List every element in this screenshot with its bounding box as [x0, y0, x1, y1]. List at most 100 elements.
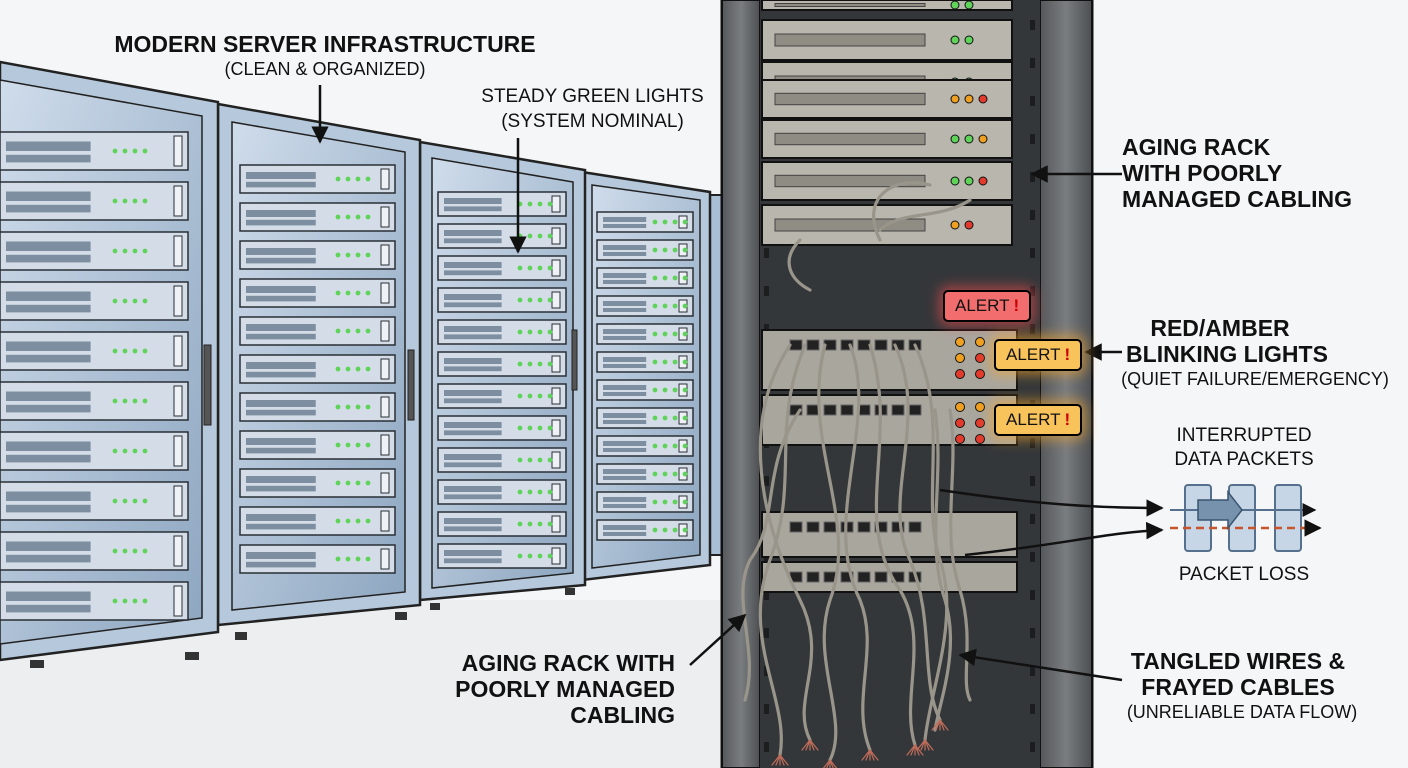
drive-slot	[444, 302, 502, 308]
green-led	[682, 359, 688, 365]
switch-port	[806, 571, 820, 583]
green-led	[355, 480, 361, 486]
green-led	[517, 297, 523, 303]
cable	[868, 343, 917, 747]
rack-hole	[1030, 628, 1035, 638]
green-led	[652, 387, 658, 393]
green-led	[142, 598, 148, 604]
warning-led	[975, 402, 985, 412]
drive-slot	[6, 454, 91, 463]
green-led	[682, 331, 688, 337]
green-led	[355, 176, 361, 182]
vent-slot	[774, 92, 926, 106]
green-led	[345, 404, 351, 410]
green-led	[112, 498, 118, 504]
unit-handle	[551, 515, 561, 533]
green-led	[662, 359, 668, 365]
green-led	[682, 303, 688, 309]
rack-hole	[1030, 438, 1035, 448]
rack-hole	[764, 742, 769, 752]
green-led	[335, 290, 341, 296]
green-led	[365, 366, 371, 372]
drive-slot	[603, 336, 647, 340]
green-led	[345, 442, 351, 448]
drive-slot	[6, 491, 91, 501]
cable	[817, 343, 841, 762]
green-led	[112, 548, 118, 554]
unit-handle	[380, 320, 390, 342]
unit-handle	[380, 168, 390, 190]
green-lights-subtitle: (SYSTEM NOMINAL)	[501, 111, 684, 132]
cable	[913, 343, 949, 742]
unit-handle	[173, 335, 183, 367]
switch-port	[789, 521, 803, 533]
green-led	[122, 248, 128, 254]
alert-exclamation-icon: !	[1064, 345, 1071, 364]
green-led	[365, 328, 371, 334]
green-led	[652, 415, 658, 421]
green-led	[355, 290, 361, 296]
drive-slot	[444, 294, 502, 300]
drive-slot	[603, 532, 647, 536]
green-led	[335, 442, 341, 448]
drive-slot	[6, 591, 91, 601]
green-led	[112, 198, 118, 204]
interrupted-packets-line2: DATA PACKETS	[1174, 449, 1314, 470]
cable	[787, 238, 812, 292]
tangled-wires-line2: FRAYED CABLES	[1141, 674, 1335, 700]
rack-hole	[1030, 514, 1035, 524]
drive-slot	[603, 329, 647, 334]
green-led	[132, 398, 138, 404]
drive-slot	[246, 485, 316, 492]
green-led	[345, 518, 351, 524]
green-led	[132, 148, 138, 154]
modern-server-racks	[0, 60, 723, 668]
aging-server-units	[761, 0, 1018, 593]
green-led	[365, 556, 371, 562]
drive-slot	[6, 141, 91, 151]
drive-slot	[246, 400, 316, 407]
warning-led	[955, 418, 965, 428]
drive-slot	[6, 441, 91, 451]
green-led	[662, 527, 668, 533]
drive-slot	[444, 358, 502, 364]
status-led	[950, 94, 960, 104]
tangled-wires-line1: TANGLED WIRES &	[1130, 648, 1346, 674]
green-led	[112, 448, 118, 454]
switch-port	[857, 339, 871, 351]
green-led	[662, 219, 668, 225]
green-led	[355, 366, 361, 372]
aging-rack-right-line3: MANAGED CABLING	[1122, 186, 1362, 212]
drive-slot	[444, 262, 502, 268]
green-led	[517, 393, 523, 399]
rack-hole	[1030, 96, 1035, 106]
green-led	[672, 415, 678, 421]
status-led	[950, 0, 960, 10]
frayed-wire-end	[931, 719, 941, 731]
green-led	[517, 329, 523, 335]
alert-exclamation-icon: !	[1064, 410, 1071, 429]
drive-slot	[246, 514, 316, 521]
rack-hole	[764, 286, 769, 296]
green-led	[537, 425, 543, 431]
green-led	[335, 328, 341, 334]
unit-handle	[380, 396, 390, 418]
frayed-wire-end	[920, 739, 926, 751]
green-led	[527, 425, 533, 431]
green-led	[537, 233, 543, 239]
frayed-wire-end	[822, 759, 831, 768]
alert-text: ALERT	[955, 296, 1010, 315]
unit-handle	[173, 435, 183, 467]
green-led	[547, 201, 553, 207]
green-led	[662, 499, 668, 505]
aging-rack-left-line2: POORLY MANAGED	[455, 676, 675, 702]
vent-slot	[774, 3, 926, 7]
cable	[741, 408, 802, 702]
tangled-wires-subtitle: (UNRELIABLE DATA FLOW)	[1126, 702, 1358, 722]
server-unit	[437, 319, 567, 345]
green-led	[132, 498, 138, 504]
data-packets-icon	[1170, 484, 1322, 552]
unit-handle	[551, 419, 561, 437]
green-led	[527, 361, 533, 367]
